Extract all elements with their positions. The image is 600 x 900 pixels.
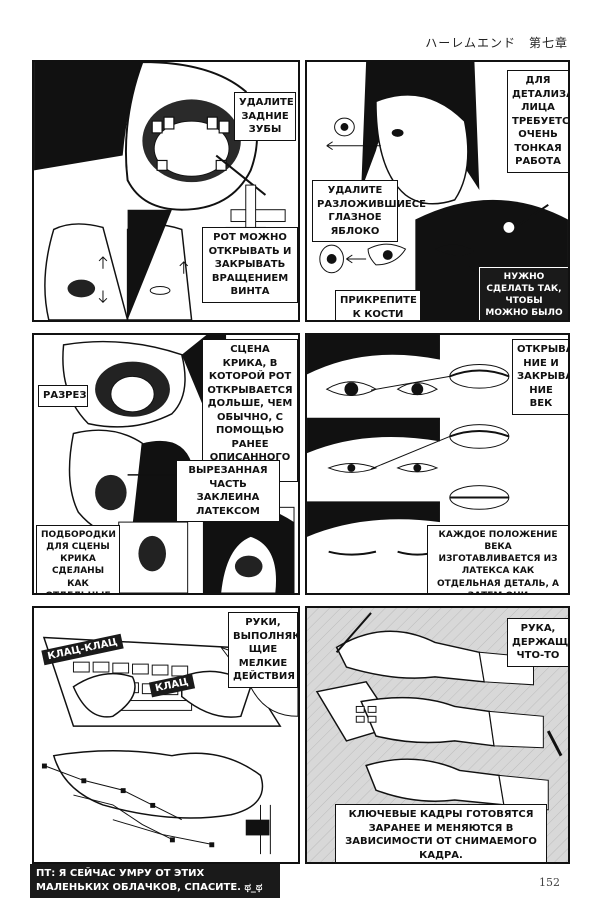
eyelids-illustration bbox=[307, 335, 510, 556]
caption-eyelid-motion: ОТКРЫВА-НИЕ И ЗАКРЫВА-НИЕ ВЕК bbox=[512, 339, 568, 415]
caption-holding-hand: РУКА, ДЕРЖАЩАЯ ЧТО-ТО bbox=[507, 618, 568, 667]
panel-mouth-mechanism: УДАЛИТЕ ЗАДНИЕ ЗУБЫ РОТ МОЖНО ОТКРЫВАТЬ … bbox=[32, 60, 300, 322]
panel-eye-detail: ДЛЯ ДЕТАЛИЗАЦИИ ЛИЦА ТРЕБУЕТСЯ ОЧЕНЬ ТОН… bbox=[305, 60, 570, 322]
caption-screw-bone: ПРИКРЕПИТЕ К КОСТИ ШУРУПОМ bbox=[335, 290, 421, 320]
caption-fine-hands: РУКИ, ВЫПОЛНЯЮ-ЩИЕ МЕЛКИЕ ДЕЙСТВИЯ bbox=[228, 612, 298, 688]
caption-eyelid-frames: КАЖДОЕ ПОЛОЖЕНИЕ ВЕКА ИЗГОТАВЛИВАЕТСЯ ИЗ… bbox=[427, 525, 568, 593]
caption-cut: РАЗРЕЗ bbox=[38, 385, 88, 407]
caption-remove-eye: УДАЛИТЕ РАЗЛОЖИВШИЕСЕ ГЛАЗНОЕ ЯБЛОКО bbox=[312, 180, 426, 242]
panel-holding-hand: РУКА, ДЕРЖАЩАЯ ЧТО-ТО КЛЮЧЕВЫЕ КАДРЫ ГОТ… bbox=[305, 606, 570, 864]
mouth-mechanism-illustration bbox=[34, 62, 286, 320]
caption-chins: ПОДБОРОДКИ ДЛЯ СЦЕНЫ КРИКА СДЕЛАНЫ КАК О… bbox=[36, 525, 120, 593]
translator-note: ПТ: Я СЕЙЧАС УМРУ ОТ ЭТИХ МАЛЕНЬКИХ ОБЛА… bbox=[30, 864, 280, 898]
page-number: 152 bbox=[539, 876, 560, 889]
panel-scream-scene: СЦЕНА КРИКА, В КОТОРОЙ РОТ ОТКРЫВАЕТСЯ Д… bbox=[32, 333, 300, 595]
caption-keyframes: КЛЮЧЕВЫЕ КАДРЫ ГОТОВЯТСЯ ЗАРАНЕЕ И МЕНЯЮ… bbox=[335, 804, 547, 862]
caption-mouth-screw: РОТ МОЖНО ОТКРЫВАТЬ И ЗАКРЫВАТЬ ВРАЩЕНИЕ… bbox=[202, 227, 298, 303]
caption-remove-teeth: УДАЛИТЕ ЗАДНИЕ ЗУБЫ bbox=[234, 92, 296, 141]
caption-scream-method: СЦЕНА КРИКА, В КОТОРОЙ РОТ ОТКРЫВАЕТСЯ Д… bbox=[202, 339, 298, 482]
caption-move-directions: НУЖНО СДЕЛАТЬ ТАК, ЧТОБЫ МОЖНО БЫЛО ДВИГ… bbox=[479, 267, 568, 320]
chapter-header: ハーレムエンド 第七章 bbox=[425, 36, 568, 50]
panel-eyelids: ОТКРЫВА-НИЕ И ЗАКРЫВА-НИЕ ВЕК КАЖДОЕ ПОЛ… bbox=[305, 333, 570, 595]
caption-latex-patch: ВЫРЕЗАННАЯ ЧАСТЬ ЗАКЛЕИНА ЛАТЕКСОМ bbox=[176, 460, 280, 522]
panel-hands-typing: КЛАЦ-КЛАЦ КЛАЦ РУКИ, ВЫПОЛНЯЮ-ЩИЕ МЕЛКИЕ… bbox=[32, 606, 300, 864]
caption-face-detail: ДЛЯ ДЕТАЛИЗАЦИИ ЛИЦА ТРЕБУЕТСЯ ОЧЕНЬ ТОН… bbox=[507, 70, 568, 173]
